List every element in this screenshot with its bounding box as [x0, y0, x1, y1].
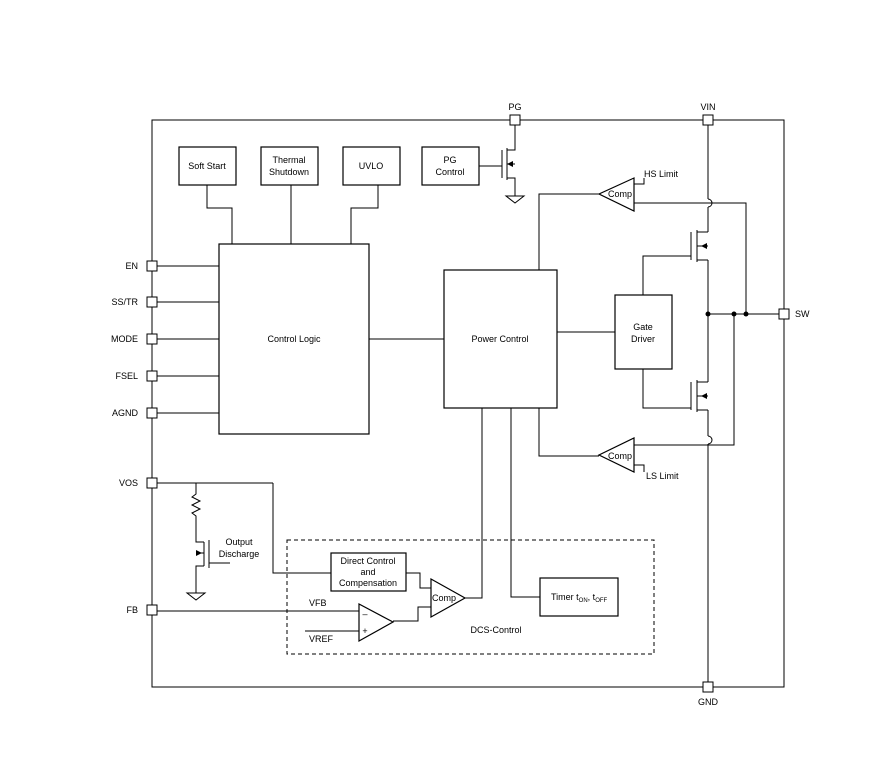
dcs-comp-label: Comp — [432, 593, 456, 603]
gate-driver-label-2: Driver — [631, 334, 655, 344]
error-amp-minus: – — [362, 609, 367, 619]
pin-ss-tr-label: SS/TR — [111, 297, 138, 307]
pin-fsel: FSEL — [115, 370, 158, 382]
timer-label: Timer tON, tOFF — [551, 592, 608, 604]
gate-driver-label-1: Gate — [633, 322, 653, 332]
ls-limit-label: LS Limit — [646, 471, 679, 481]
error-amplifier: – + — [358, 603, 395, 643]
ls-comparator: Comp — [597, 437, 635, 473]
pin-fb: FB — [126, 604, 158, 616]
timer-block: Timer tON, tOFF — [539, 577, 619, 617]
gate-driver-block: Gate Driver — [614, 294, 673, 370]
pin-mode: MODE — [111, 333, 158, 345]
pin-pg-label: PG — [508, 102, 521, 112]
soft-start-block: Soft Start — [178, 146, 237, 186]
direct-control-label-2: and — [360, 567, 375, 577]
hs-comparator: Comp — [597, 177, 635, 212]
control-logic-block: Control Logic — [218, 243, 370, 435]
output-discharge-label-2: Discharge — [219, 549, 260, 559]
dcs-control-region — [286, 539, 655, 655]
pin-sw: SW — [778, 308, 810, 320]
low-side-fet-symbol — [690, 380, 708, 412]
direct-control-label-3: Compensation — [339, 578, 397, 588]
power-control-label: Power Control — [471, 334, 528, 344]
thermal-label-2: Shutdown — [269, 167, 309, 177]
pin-sw-label: SW — [795, 309, 810, 319]
vref-label: VREF — [309, 634, 334, 644]
chip-outline — [151, 119, 785, 688]
power-control-block: Power Control — [443, 269, 558, 409]
error-amp-plus: + — [362, 626, 367, 636]
pin-pg: PG — [508, 102, 522, 126]
dcs-comparator: Comp — [430, 577, 467, 619]
pin-gnd-label: GND — [698, 697, 719, 707]
pin-vin: VIN — [700, 102, 716, 126]
output-discharge-label-1: Output — [225, 537, 253, 547]
vfb-label: VFB — [309, 598, 327, 608]
uvlo-block: UVLO — [342, 146, 401, 186]
discharge-resistor — [190, 483, 202, 538]
soft-start-label: Soft Start — [188, 161, 226, 171]
pin-vos: VOS — [119, 477, 158, 489]
hs-comp-label: Comp — [608, 189, 632, 199]
pin-en-label: EN — [125, 261, 138, 271]
pin-agnd-label: AGND — [112, 408, 139, 418]
direct-control-label-1: Direct Control — [340, 556, 395, 566]
pin-vin-label: VIN — [700, 102, 715, 112]
ls-comp-label: Comp — [608, 451, 632, 461]
uvlo-label: UVLO — [359, 161, 384, 171]
control-logic-label: Control Logic — [267, 334, 321, 344]
dcs-control-label: DCS-Control — [470, 625, 521, 635]
pin-vos-label: VOS — [119, 478, 138, 488]
thermal-label-1: Thermal — [272, 155, 305, 165]
high-side-fet-symbol — [690, 230, 708, 262]
hs-limit-label: HS Limit — [644, 169, 679, 179]
pin-fb-label: FB — [126, 605, 138, 615]
pin-fsel-label: FSEL — [115, 371, 138, 381]
direct-control-block: Direct Control and Compensation — [330, 552, 407, 592]
pg-control-label-2: Control — [435, 167, 464, 177]
pg-control-block: PG Control — [421, 146, 480, 186]
pin-en: EN — [125, 260, 158, 272]
pg-transistor-symbol — [501, 125, 526, 204]
pin-ss-tr: SS/TR — [111, 296, 158, 308]
pg-control-label-1: PG — [443, 155, 456, 165]
discharge-transistor-symbol — [185, 538, 230, 601]
pin-agnd: AGND — [112, 407, 158, 419]
pin-mode-label: MODE — [111, 334, 138, 344]
pin-gnd: GND — [698, 681, 719, 707]
thermal-shutdown-block: Thermal Shutdown — [260, 146, 319, 186]
